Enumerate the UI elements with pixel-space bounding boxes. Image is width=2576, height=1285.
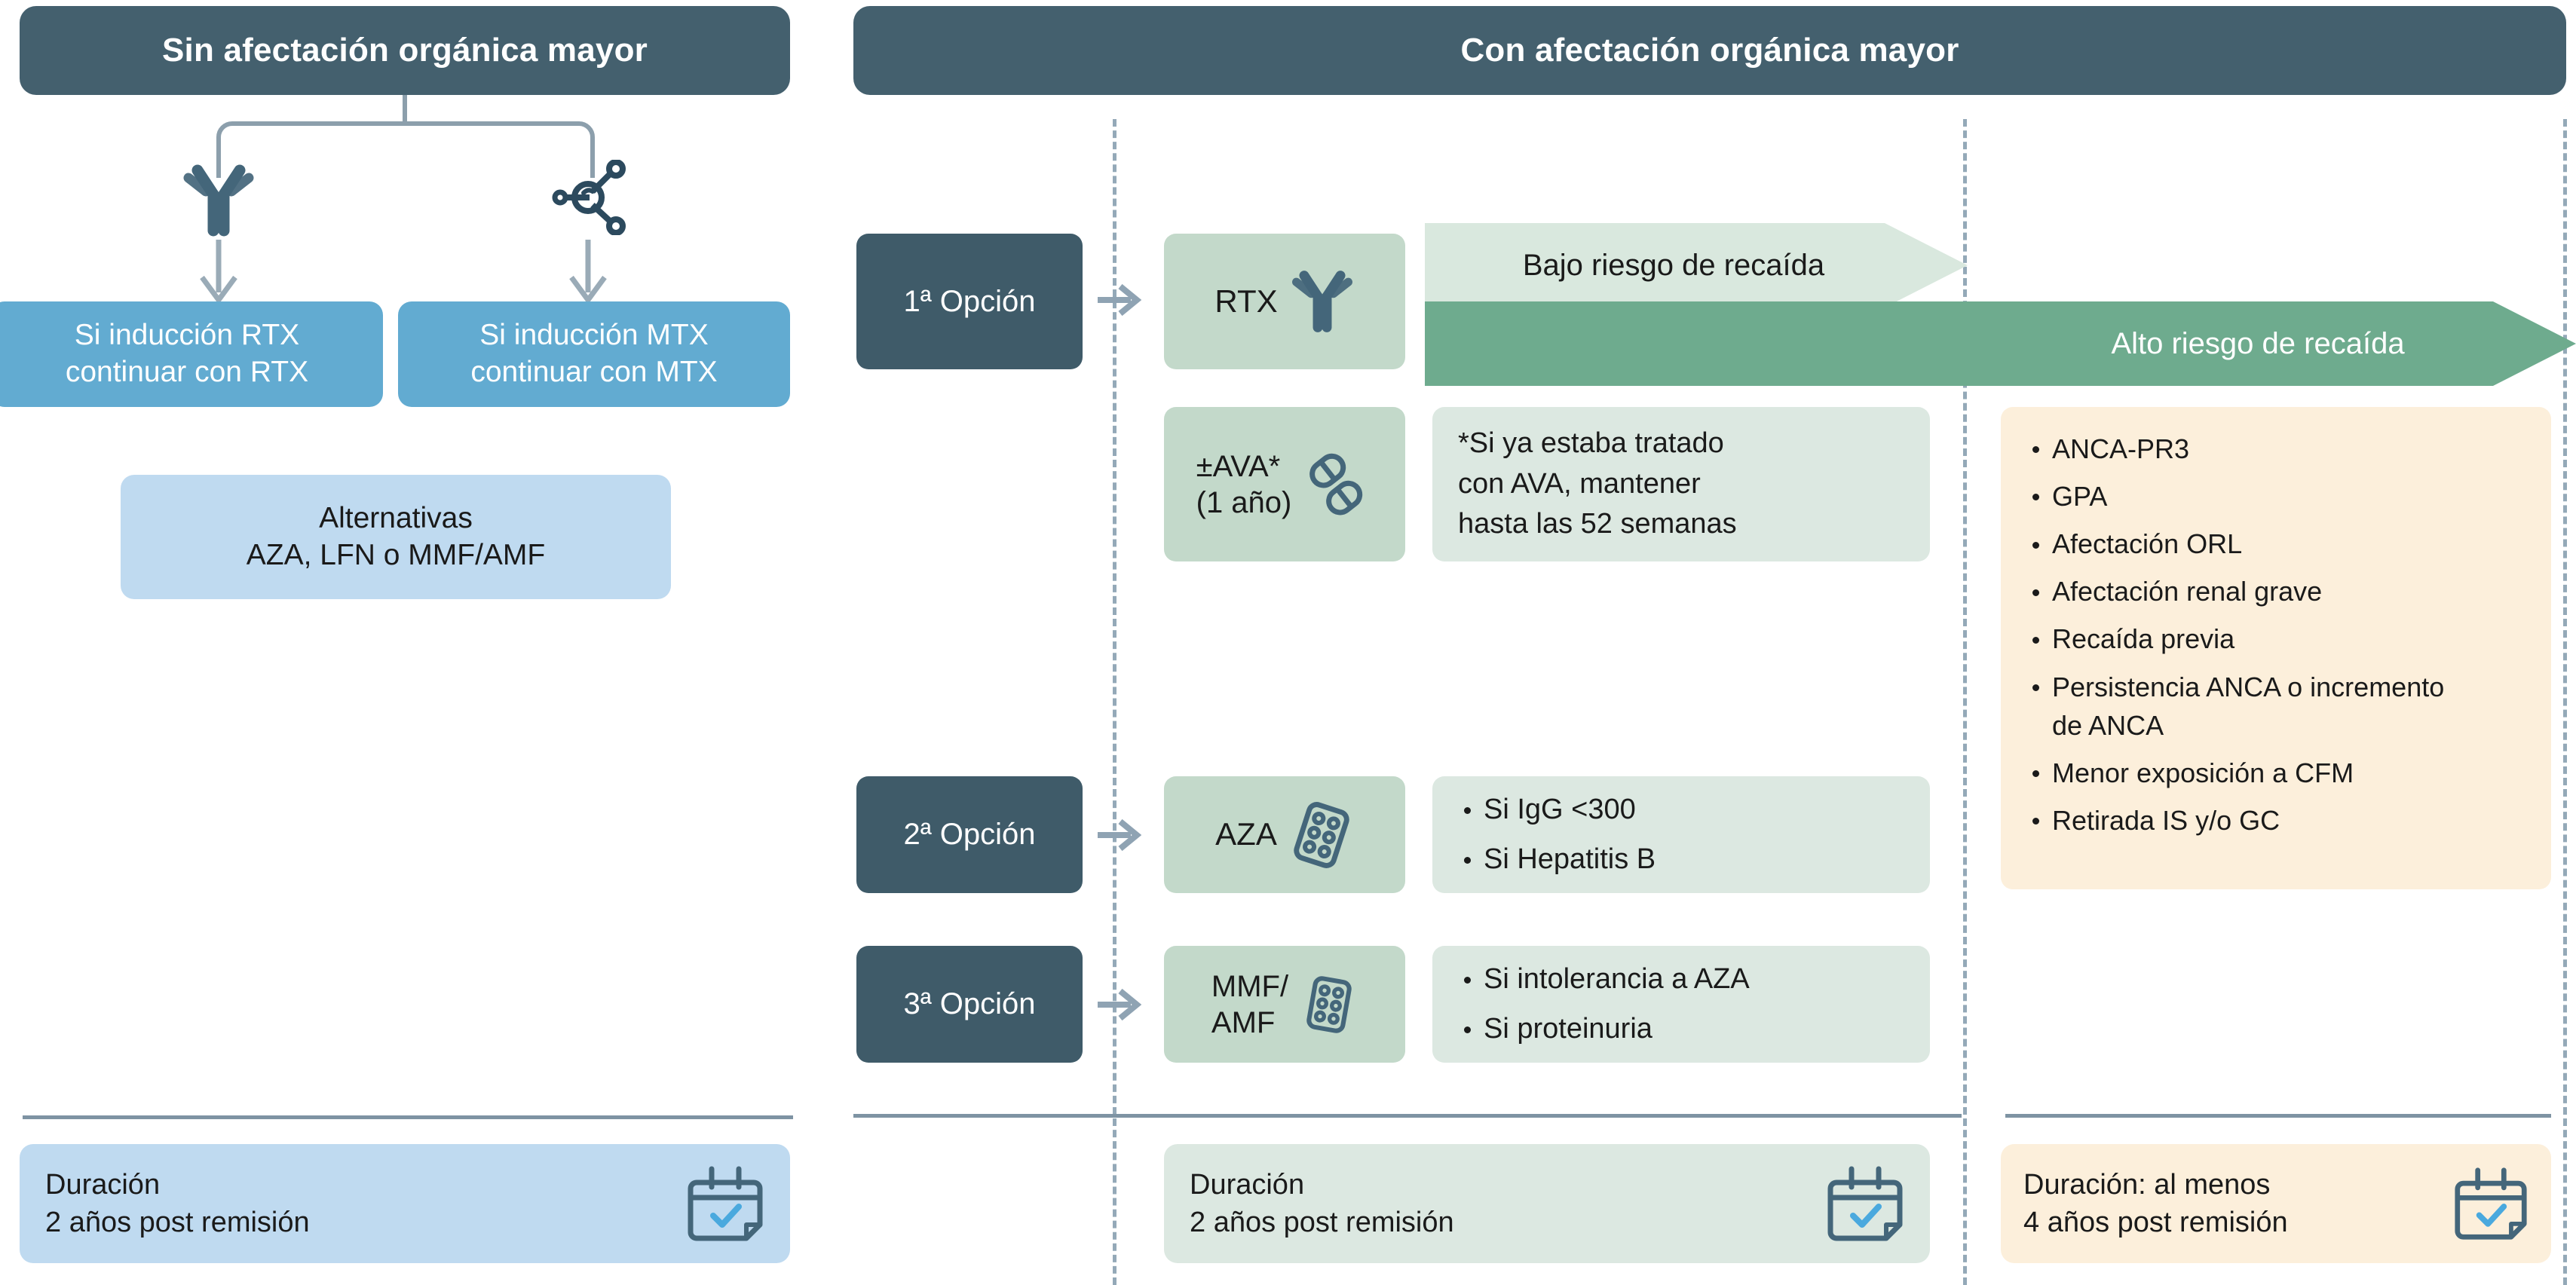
detail-box-mmf: Si intolerancia a AZA Si proteinuria: [1432, 946, 1930, 1063]
calendar-check-icon: [2453, 1166, 2529, 1241]
risk-factor-item: Afectación ORL: [2026, 525, 2525, 563]
left-duration-line2: 2 años post remisión: [45, 1207, 310, 1238]
left-panel-header: Sin afectación orgánica mayor: [20, 6, 790, 95]
right-duration-high-box[interactable]: Duración: al menos 4 años post remisión: [2001, 1144, 2551, 1263]
right-panel-header-label: Con afectación orgánica mayor: [1460, 32, 1959, 69]
antibody-icon: [1290, 268, 1355, 335]
option-row-1-label: 1ª Opción: [903, 284, 1036, 318]
detail-item: Si Hepatitis B: [1458, 840, 1656, 880]
drug-box-ava-line1: ±AVA*: [1196, 449, 1281, 483]
option-row-3-label-box[interactable]: 3ª Opción: [856, 946, 1083, 1063]
risk-factors-box: ANCA-PR3 GPA Afectación ORL Afectación r…: [2001, 407, 2551, 889]
left-arrow-down-1: [200, 240, 237, 303]
note-box-ava-line2: con AVA, mantener: [1458, 467, 1701, 500]
option-row-1-label-box[interactable]: 1ª Opción: [856, 234, 1083, 369]
right-divider-mid: [853, 1114, 1962, 1118]
drug-box-rtx-label: RTX: [1214, 283, 1278, 319]
detail-box-aza: Si IgG <300 Si Hepatitis B: [1432, 776, 1930, 893]
arrow-right-icon-1: [1098, 283, 1141, 317]
banner-alto-riesgo-label: Alto riesgo de recaída: [2111, 326, 2405, 360]
divider-dashed-right: [2563, 119, 2567, 1285]
left-arrow-down-2: [569, 240, 607, 303]
option-box-rtx-line1: Si inducción RTX: [74, 319, 300, 352]
right-panel-header: Con afectación orgánica mayor: [853, 6, 2566, 95]
risk-factor-item: Recaída previa: [2026, 620, 2525, 658]
detail-item: Si intolerancia a AZA: [1458, 959, 1750, 1000]
banner-bajo-riesgo: [1425, 223, 1968, 307]
right-duration-high-line1: Duración: al menos: [2023, 1168, 2271, 1201]
left-panel-divider: [23, 1115, 793, 1119]
antibody-icon: [181, 161, 256, 240]
note-box-ava-line1: *Si ya estaba tratado: [1458, 427, 1724, 459]
right-duration-low-line1: Duración: [1190, 1168, 1305, 1201]
alternatives-box[interactable]: Alternativas AZA, LFN o MMF/AMF: [121, 475, 671, 599]
alternatives-line2: AZA, LFN o MMF/AMF: [246, 538, 546, 571]
risk-factors-list: ANCA-PR3 GPA Afectación ORL Afectación r…: [2026, 430, 2525, 840]
drug-box-ava[interactable]: ±AVA* (1 año): [1164, 407, 1405, 561]
detail-item: Si proteinuria: [1458, 1009, 1750, 1050]
arrow-right-icon-2: [1098, 818, 1141, 852]
option-box-mtx-line2: continuar con MTX: [470, 356, 718, 388]
left-panel-header-label: Sin afectación orgánica mayor: [161, 32, 648, 69]
blister-pack-icon: [1294, 962, 1364, 1047]
capsules-icon: [1303, 450, 1373, 519]
left-branch-connector: [216, 95, 595, 178]
banner-alto-riesgo: [1425, 301, 2576, 386]
option-row-2-label: 2ª Opción: [903, 818, 1036, 851]
option-box-rtx-line2: continuar con RTX: [65, 356, 309, 388]
divider-dashed-mid: [1963, 119, 1967, 1285]
arrow-right-icon-3: [1098, 988, 1141, 1021]
molecule-icon: [550, 160, 626, 235]
left-duration-line1: Duración: [45, 1168, 161, 1201]
drug-box-mmf[interactable]: MMF/ AMF: [1164, 946, 1405, 1063]
risk-factor-item: Persistencia ANCA o incremento de ANCA: [2026, 668, 2452, 745]
alternatives-line1: Alternativas: [319, 501, 473, 534]
option-box-mtx[interactable]: Si inducción MTX continuar con MTX: [398, 301, 790, 407]
drug-box-rtx[interactable]: RTX: [1164, 234, 1405, 369]
option-row-3-label: 3ª Opción: [903, 987, 1036, 1020]
risk-factor-item: Retirada IS y/o GC: [2026, 801, 2525, 840]
detail-item: Si IgG <300: [1458, 790, 1656, 831]
note-box-ava: *Si ya estaba tratado con AVA, mantener …: [1432, 407, 1930, 561]
calendar-check-icon: [1826, 1164, 1904, 1243]
drug-box-ava-line2: (1 año): [1196, 485, 1292, 519]
option-box-rtx[interactable]: Si inducción RTX continuar con RTX: [0, 301, 383, 407]
note-box-ava-line3: hasta las 52 semanas: [1458, 508, 1737, 540]
risk-factor-item: Menor exposición a CFM: [2026, 754, 2525, 792]
risk-factor-item: ANCA-PR3: [2026, 430, 2525, 468]
blister-pack-icon: [1280, 791, 1363, 877]
right-duration-low-box[interactable]: Duración 2 años post remisión: [1164, 1144, 1930, 1263]
banner-bajo-riesgo-label: Bajo riesgo de recaída: [1522, 248, 1825, 282]
drug-box-aza[interactable]: AZA: [1164, 776, 1405, 893]
option-row-2-label-box[interactable]: 2ª Opción: [856, 776, 1083, 893]
risk-factor-item: GPA: [2026, 477, 2525, 516]
right-divider-high: [2005, 1114, 2551, 1118]
left-duration-box[interactable]: Duración 2 años post remisión: [20, 1144, 790, 1263]
risk-factor-item: Afectación renal grave: [2026, 572, 2525, 610]
drug-box-mmf-line1: MMF/: [1211, 969, 1289, 1003]
divider-dashed-left: [1113, 119, 1116, 1285]
drug-box-aza-label: AZA: [1215, 816, 1277, 852]
option-box-mtx-line1: Si inducción MTX: [479, 319, 709, 352]
right-duration-low-line2: 2 años post remisión: [1190, 1207, 1454, 1238]
detail-list-mmf: Si intolerancia a AZA Si proteinuria: [1458, 959, 1750, 1050]
drug-box-mmf-line2: AMF: [1211, 1005, 1276, 1039]
calendar-check-icon: [686, 1164, 764, 1243]
detail-list-aza: Si IgG <300 Si Hepatitis B: [1458, 790, 1656, 880]
right-duration-high-line2: 4 años post remisión: [2023, 1207, 2288, 1238]
